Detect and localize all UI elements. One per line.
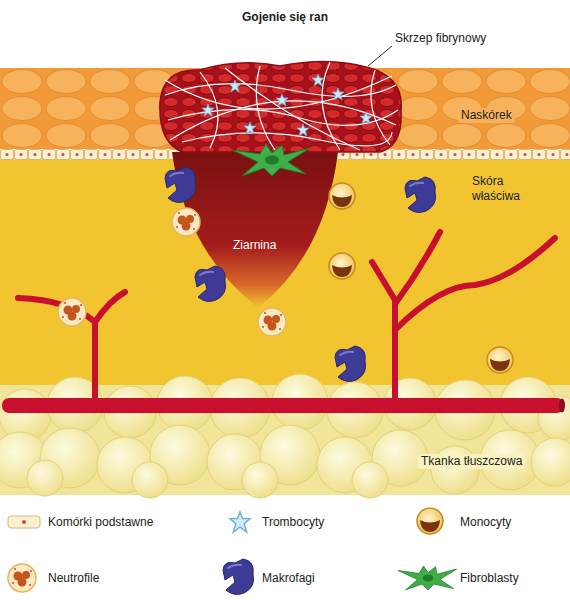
dermis-cells	[58, 167, 513, 381]
fibrin-clot	[160, 61, 401, 152]
legend-text: Komórki podstawne	[48, 515, 153, 530]
blood-vessel	[2, 398, 564, 413]
fat-cells	[0, 374, 570, 498]
fibrin-threads	[165, 62, 398, 150]
tissue-region: Skóra właściwaZiarnina	[0, 160, 570, 385]
callout-label: Skrzep fibrynowy	[395, 31, 486, 46]
region-label: Ziarnina	[233, 238, 276, 253]
leader-line	[368, 46, 392, 66]
region-label: Tkanka tłuszczowa	[418, 454, 525, 469]
tissue-region: Tkanka tłuszczowa	[0, 385, 570, 497]
title: Gojenie się ran	[242, 10, 328, 25]
legend-icons	[8, 508, 457, 594]
region-label: Naskórek	[458, 108, 515, 123]
tissue-region: Ziarnina	[175, 160, 335, 310]
fat-ground	[0, 385, 570, 495]
platelets	[202, 74, 372, 136]
granulation-tissue	[172, 152, 338, 308]
legend-text: Trombocyty	[262, 515, 324, 530]
tissue-region: Naskórek	[0, 68, 570, 149]
legend-text: Fibroblasty	[460, 571, 519, 586]
vessel-end	[559, 399, 565, 413]
fibroblast	[232, 144, 310, 176]
legend-text: Monocyty	[460, 515, 511, 530]
legend-text: Makrofagi	[262, 571, 315, 586]
region-label: Skóra właściwa	[472, 174, 544, 204]
legend-text: Neutrofile	[48, 571, 99, 586]
